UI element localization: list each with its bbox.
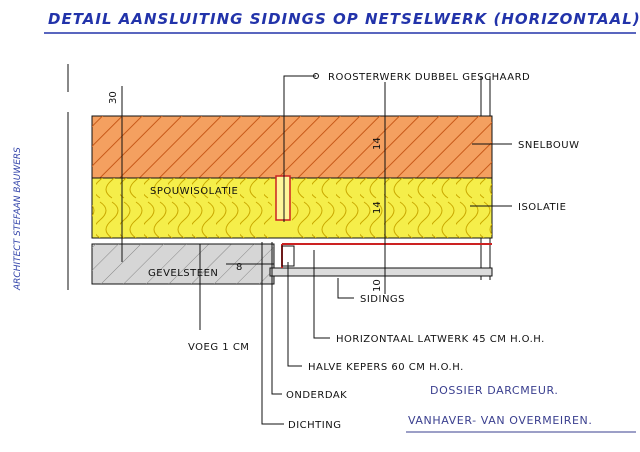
dim-14a: 14 [372, 137, 383, 150]
dossier-line-1: DOSSIER DARCMEUR. [430, 384, 558, 397]
label-snelbouw: SNELBOUW [518, 140, 579, 151]
drawing-title: DETAIL AANSLUITING SIDINGS OP NETSELWERK… [48, 10, 640, 28]
dossier-line-2: VANHAVER- VAN OVERMEIREN. [408, 414, 592, 427]
siding-strip [269, 267, 493, 277]
label-isolatie: ISOLATIE [518, 202, 566, 213]
dim-30: 30 [108, 91, 119, 104]
dim-10: 10 [372, 279, 383, 292]
leader-dichting [261, 242, 284, 425]
leader-voeg [199, 243, 254, 330]
label-voeg: VOEG 1 CM [188, 342, 249, 353]
isolatie-waves [292, 178, 492, 238]
snelbouw-hatch [92, 116, 492, 178]
label-dichting: DICHTING [288, 420, 341, 431]
leader-sidings [337, 278, 354, 299]
leader-latwerk [313, 250, 330, 339]
label-onderdak: ONDERDAK [286, 390, 347, 401]
leader-dot [313, 73, 319, 79]
dim-8: 8 [236, 262, 242, 273]
leader-roosterwerk [283, 75, 316, 222]
joint-block [275, 175, 291, 221]
label-halve-kepers: HALVE KEPERS 60 CM H.O.H. [308, 362, 464, 373]
label-spouwisolatie: SPOUWISOLATIE [150, 186, 238, 197]
label-gevelsteen: GEVELSTEEN [148, 268, 218, 279]
label-sidings: SIDINGS [360, 294, 405, 305]
leader-kepers [287, 262, 302, 367]
label-roosterwerk: ROOSTERWERK DUBBEL GESCHAARD [328, 72, 530, 83]
architect-label: ARCHITECT STEFAAN BAUWERS [13, 147, 23, 291]
dim-14b: 14 [372, 201, 383, 214]
leader-onderdak [271, 242, 282, 395]
label-horizontaal-latwerk: HORIZONTAAL LATWERK 45 CM H.O.H. [336, 334, 545, 345]
